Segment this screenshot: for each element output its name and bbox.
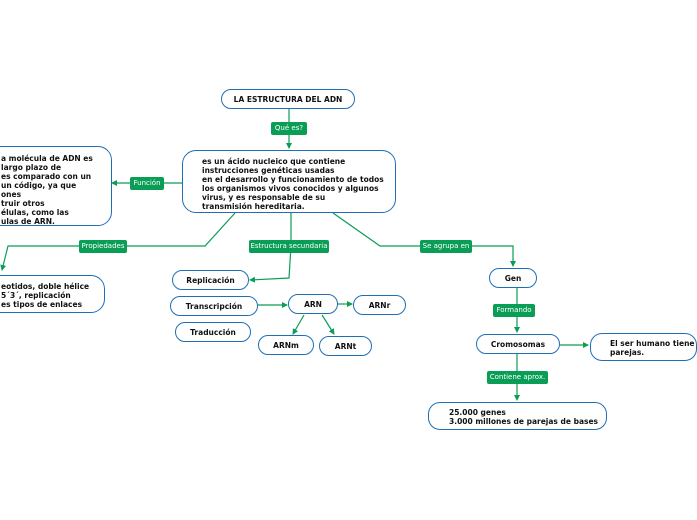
node-arn[interactable]: ARN bbox=[288, 294, 338, 314]
label-se-agrupa-en[interactable]: Se agrupa en bbox=[420, 240, 472, 253]
connector-definition-replicacion bbox=[249, 213, 292, 283]
node-definition-text: es un ácido nucleico que contiene instru… bbox=[202, 157, 384, 211]
node-arn-text: ARN bbox=[304, 299, 322, 309]
node-function[interactable]: a molécula de ADN es largo plazo de es c… bbox=[0, 146, 112, 226]
label-funcion[interactable]: Función bbox=[130, 177, 164, 190]
node-genes-text: 25.000 genes 3.000 millones de parejas d… bbox=[449, 408, 599, 426]
node-arnt-text: ARNt bbox=[334, 341, 357, 351]
label-que-es[interactable]: Qué es? bbox=[271, 122, 307, 135]
node-arnm[interactable]: ARNm bbox=[258, 335, 314, 355]
node-transcripcion[interactable]: Transcripción bbox=[170, 296, 258, 316]
node-pairs-text: El ser humano tiene 46 parejas. bbox=[610, 339, 695, 357]
node-properties[interactable]: eotidos, doble hélice 5´3´, replicación … bbox=[0, 275, 105, 313]
node-traduccion-text: Traducción bbox=[190, 327, 236, 337]
connector-arn-arnt bbox=[321, 314, 335, 335]
node-pairs[interactable]: El ser humano tiene 46 parejas. bbox=[590, 333, 697, 361]
label-propiedades[interactable]: Propiedades bbox=[79, 240, 127, 253]
node-transcripcion-text: Transcripción bbox=[185, 301, 243, 311]
label-estructura-secundaria[interactable]: Estructura secundaria bbox=[249, 240, 329, 253]
node-function-text: a molécula de ADN es largo plazo de es c… bbox=[1, 154, 93, 226]
node-gen[interactable]: Gen bbox=[489, 268, 537, 288]
node-properties-text: eotidos, doble hélice 5´3´, replicación … bbox=[1, 282, 90, 309]
node-title-text: LA ESTRUCTURA DEL ADN bbox=[233, 94, 343, 104]
node-genes[interactable]: 25.000 genes 3.000 millones de parejas d… bbox=[428, 402, 607, 430]
node-arnt[interactable]: ARNt bbox=[319, 336, 372, 356]
label-contiene-aprox[interactable]: Contiene aprox. bbox=[487, 371, 548, 384]
label-formando[interactable]: Formando bbox=[493, 304, 535, 317]
node-arnr[interactable]: ARNr bbox=[353, 295, 406, 315]
node-cromosomas[interactable]: Cromosomas bbox=[476, 334, 560, 354]
connector-arn-arnm bbox=[292, 314, 305, 335]
node-replicacion-text: Replicación bbox=[186, 275, 235, 285]
node-traduccion[interactable]: Traducción bbox=[175, 322, 251, 342]
node-replicacion[interactable]: Replicación bbox=[172, 270, 249, 290]
node-gen-text: Gen bbox=[504, 273, 522, 283]
node-cromosomas-text: Cromosomas bbox=[490, 339, 546, 349]
node-title[interactable]: LA ESTRUCTURA DEL ADN bbox=[221, 89, 355, 109]
node-definition[interactable]: es un ácido nucleico que contiene instru… bbox=[182, 150, 396, 213]
node-arnr-text: ARNr bbox=[368, 300, 391, 310]
node-arnm-text: ARNm bbox=[273, 340, 299, 350]
